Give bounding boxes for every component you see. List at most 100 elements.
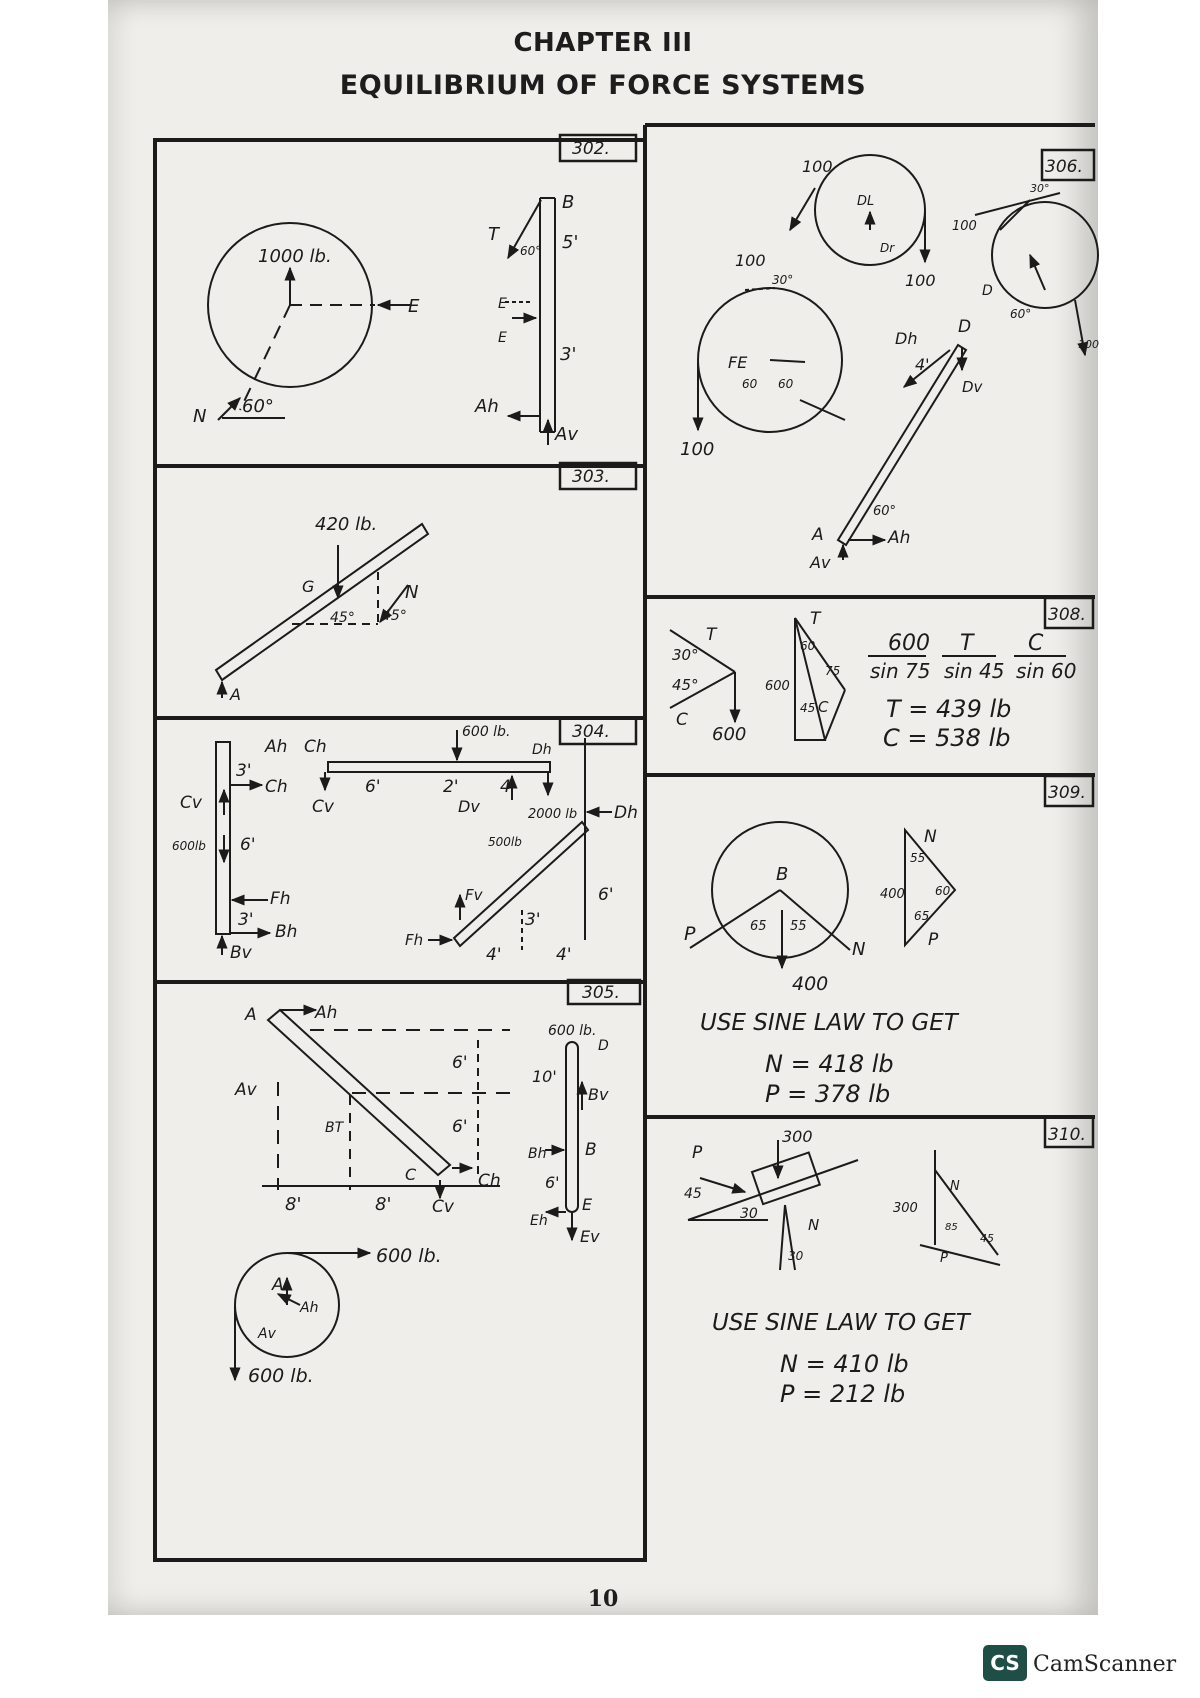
label-304: Ch xyxy=(304,737,327,757)
frame xyxy=(153,123,1095,1562)
fig-304 xyxy=(215,730,612,955)
fig-305 xyxy=(229,1004,588,1382)
label-309: N xyxy=(924,827,937,847)
label-308: 600 xyxy=(712,724,746,745)
label-304: Fh xyxy=(270,889,291,909)
label-305: B xyxy=(585,1140,597,1160)
label-304: 4' xyxy=(486,945,502,965)
label-304: Cv xyxy=(312,797,335,817)
label-304: Dh xyxy=(614,803,638,823)
label-305: Cv xyxy=(432,1197,455,1217)
label-310: P xyxy=(940,1251,948,1266)
label-308: 60 xyxy=(800,639,816,653)
sine-law-den: sin 75 xyxy=(870,659,930,683)
label-304: 3' xyxy=(236,761,252,781)
label-303: G xyxy=(302,577,314,596)
label-306: D xyxy=(958,317,971,337)
label-305: Ah xyxy=(314,1003,337,1023)
label-309: 65 xyxy=(914,909,929,923)
camscanner-brand: CamScanner xyxy=(1033,1652,1177,1677)
label-310: 300 xyxy=(893,1201,918,1216)
label-306: A xyxy=(811,525,824,545)
label-305: Ah xyxy=(299,1300,318,1316)
label-304: Bh xyxy=(275,922,297,942)
label-305: A xyxy=(244,1005,257,1025)
label-309: 65 xyxy=(750,919,767,934)
label-303: 45° xyxy=(382,608,407,624)
fig-306 xyxy=(692,154,1099,560)
label-305: Ch xyxy=(478,1171,501,1191)
box-303 xyxy=(558,461,638,491)
label-308: T xyxy=(706,625,718,645)
fig-309 xyxy=(689,821,957,970)
label-304: 500lb xyxy=(488,835,522,849)
label-304: 2' xyxy=(443,777,459,797)
label-306: Av xyxy=(809,553,831,572)
label-304: Dh xyxy=(532,742,552,758)
note-310: USE SINE LAW TO GET xyxy=(712,1310,972,1336)
label-308: 45° xyxy=(672,676,699,694)
camscanner-logo-icon: CS xyxy=(983,1645,1027,1681)
sine-law-den: sin 60 xyxy=(1016,659,1076,683)
label-308: 75 xyxy=(825,664,840,678)
label-304: 600 lb. xyxy=(462,724,510,740)
label-310: N xyxy=(950,1179,960,1194)
problem-number-305: 305. xyxy=(582,983,620,1003)
label-304: Cv xyxy=(180,793,203,813)
result-309: P = 378 lb xyxy=(765,1080,890,1108)
label-310: 45 xyxy=(980,1232,994,1245)
label-302: B xyxy=(562,192,574,213)
label-304: Dv xyxy=(458,797,480,816)
label-306: 4' xyxy=(915,355,930,374)
label-305: C xyxy=(405,1165,417,1184)
label-306: Dr xyxy=(880,241,895,255)
label-304: 3' xyxy=(238,910,254,930)
label-308: T xyxy=(810,609,822,629)
scanned-page: CHAPTER III EQUILIBRIUM OF FORCE SYSTEMS… xyxy=(108,0,1098,1615)
box-306 xyxy=(1040,148,1096,182)
page-number: 10 xyxy=(587,1586,619,1612)
label-304: 6' xyxy=(598,885,614,905)
label-306: 100 xyxy=(680,439,714,460)
box-305 xyxy=(566,978,642,1006)
label-302: 1000 lb. xyxy=(258,246,332,267)
label-306: 100 xyxy=(1078,338,1099,351)
label-309: 400 xyxy=(792,973,828,995)
label-302: E xyxy=(498,296,507,312)
label-302: 3' xyxy=(560,344,576,365)
label-305: Eh xyxy=(530,1213,548,1229)
label-306: 60° xyxy=(873,504,896,519)
sine-law-num: C xyxy=(1028,631,1044,656)
label-305: 600 lb. xyxy=(376,1245,442,1267)
label-305: A xyxy=(271,1275,284,1295)
label-303: N xyxy=(405,582,418,603)
label-303: A xyxy=(229,685,241,704)
label-310: 30 xyxy=(788,1249,804,1263)
label-302: 60° xyxy=(242,396,274,417)
label-302: E xyxy=(498,330,507,346)
label-302: 60° xyxy=(520,244,541,258)
label-302: N xyxy=(193,406,206,427)
label-305: Bh xyxy=(528,1146,546,1162)
label-305: Bv xyxy=(588,1085,609,1104)
result-308: T = 439 lb xyxy=(886,695,1011,723)
label-302: T xyxy=(488,224,501,245)
label-306: Dh xyxy=(895,329,917,348)
label-304: Fh xyxy=(405,931,423,949)
label-304: 4' xyxy=(556,945,572,965)
chapter-title: EQUILIBRIUM OF FORCE SYSTEMS xyxy=(339,70,867,101)
label-304: 6' xyxy=(365,777,381,797)
box-308 xyxy=(1043,596,1095,630)
chapter-heading: CHAPTER III xyxy=(513,28,693,58)
label-305: Ev xyxy=(580,1227,600,1246)
label-306: FE xyxy=(728,353,748,372)
label-309: P xyxy=(684,923,696,945)
label-302: Av xyxy=(554,424,578,445)
label-302: E xyxy=(408,296,420,317)
box-309 xyxy=(1043,774,1095,808)
result-310: P = 212 lb xyxy=(780,1380,905,1408)
result-308: C = 538 lb xyxy=(883,724,1010,752)
label-310: 45 xyxy=(684,1186,702,1202)
label-309: N xyxy=(852,939,865,960)
problem-number-310: 310. xyxy=(1048,1125,1086,1145)
